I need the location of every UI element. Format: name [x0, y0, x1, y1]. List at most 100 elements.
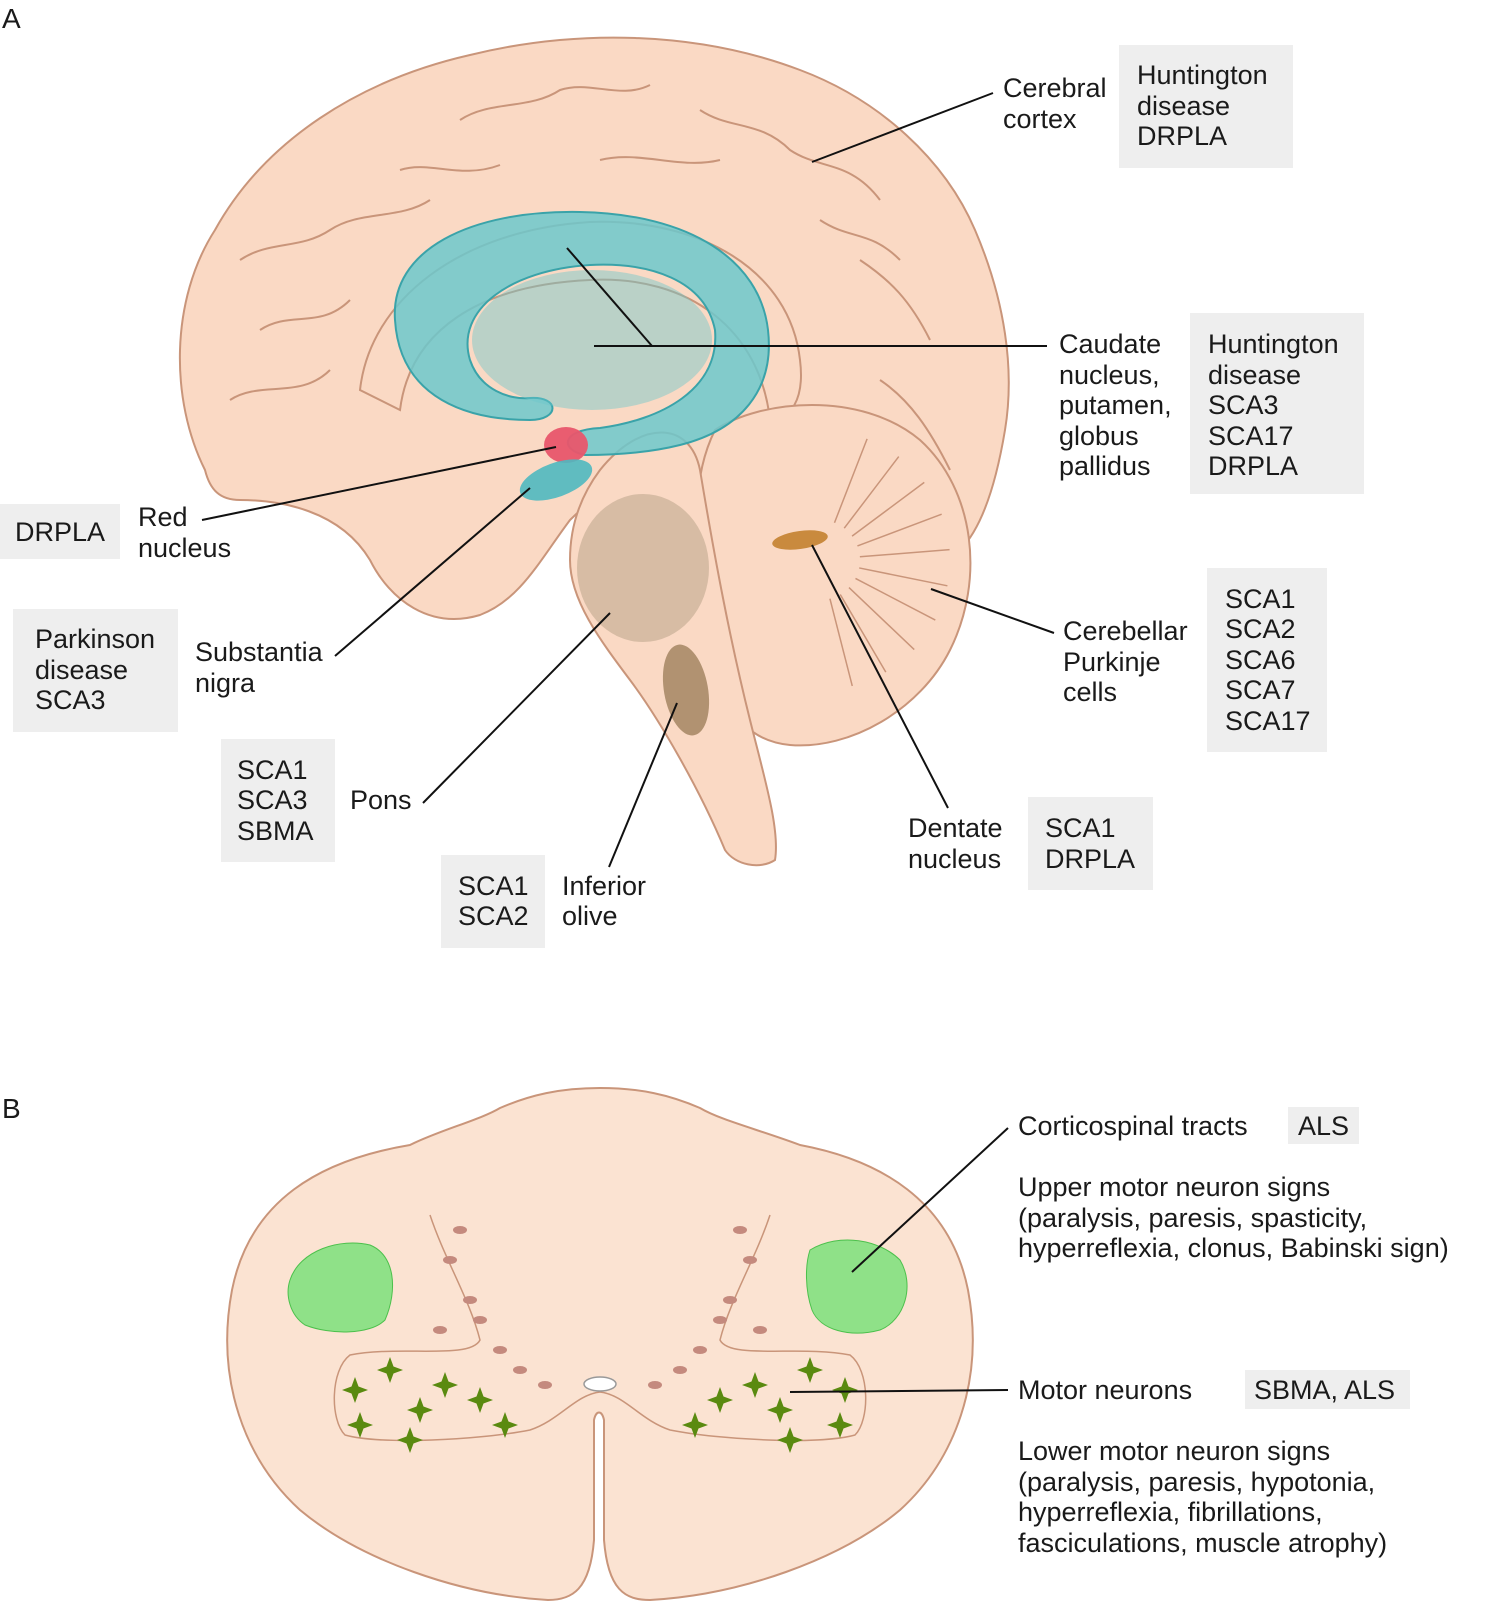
svg-text:Huntington: Huntington	[1137, 60, 1268, 90]
disease-box-corticospinal: ALS	[1288, 1107, 1359, 1144]
svg-text:SCA17: SCA17	[1208, 421, 1294, 451]
motor-neuron-cell	[492, 1412, 518, 1438]
spinal-leader-lines	[789, 1127, 1009, 1393]
folium-line	[859, 548, 950, 558]
svg-text:SCA2: SCA2	[458, 901, 529, 931]
panel-a-label: A	[2, 3, 21, 34]
cortex-gyri	[229, 84, 951, 471]
gray-matter-dot	[493, 1346, 507, 1354]
putamen-globe	[472, 270, 712, 410]
gray-matter-dot	[648, 1381, 662, 1389]
svg-text:nucleus,: nucleus,	[1059, 360, 1160, 390]
folium-line	[833, 438, 868, 523]
motor-neuron-cell	[682, 1412, 708, 1438]
gyrus-line	[699, 109, 881, 201]
upper-motor-neuron-signs: Upper motor neuron signs (paralysis, par…	[1018, 1172, 1449, 1263]
motor-neuron-cell	[707, 1387, 733, 1413]
gyrus-line	[239, 199, 431, 261]
gray-matter-dot	[713, 1316, 727, 1324]
label-corticospinal-tracts: Corticospinal tracts	[1018, 1111, 1248, 1141]
folium-line	[848, 587, 915, 651]
label-dentate: Dentate nucleus	[908, 813, 1003, 874]
svg-text:SCA3: SCA3	[35, 685, 106, 715]
svg-text:Substantia: Substantia	[195, 637, 324, 667]
svg-text:DRPLA: DRPLA	[1137, 121, 1227, 151]
spinal-cord-illustration	[226, 1086, 974, 1602]
label-basal-ganglia: Caudate nucleus, putamen, globus pallidu…	[1059, 329, 1172, 481]
svg-text:nucleus: nucleus	[138, 533, 231, 563]
gray-matter-dot	[693, 1346, 707, 1354]
svg-text:SCA1: SCA1	[458, 871, 529, 901]
svg-text:DRPLA: DRPLA	[15, 517, 105, 547]
gray-matter-dot	[723, 1296, 737, 1304]
panel-b-label: B	[2, 1093, 21, 1124]
substantia-nigra-region	[519, 459, 593, 501]
svg-text:Cerebellar: Cerebellar	[1063, 616, 1188, 646]
red-nucleus-region	[544, 427, 588, 463]
disease-box-basal-ganglia: Huntington disease SCA3 SCA17 DRPLA	[1190, 313, 1364, 494]
svg-text:putamen,: putamen,	[1059, 390, 1172, 420]
gray-matter-texture	[433, 1226, 767, 1389]
gray-matter-dot	[513, 1366, 527, 1374]
motor-neurons	[342, 1357, 858, 1453]
disease-box-substantia-nigra: Parkinson disease SCA3	[13, 609, 178, 732]
svg-text:SCA3: SCA3	[237, 785, 308, 815]
gray-matter-dot	[733, 1226, 747, 1234]
motor-neuron-cell	[407, 1397, 433, 1423]
svg-text:SCA3: SCA3	[1208, 390, 1279, 420]
label-purkinje: Cerebellar Purkinje cells	[1063, 616, 1188, 707]
folium-line	[859, 567, 948, 587]
svg-text:cells: cells	[1063, 677, 1117, 707]
gray-matter-dot	[453, 1226, 467, 1234]
gyrus-line	[859, 259, 931, 341]
svg-text:cortex: cortex	[1003, 104, 1077, 134]
disease-box-inferior-olive: SCA1 SCA2	[441, 855, 545, 948]
svg-text:hyperreflexia, fibrillations,: hyperreflexia, fibrillations,	[1018, 1497, 1323, 1527]
svg-text:SBMA, ALS: SBMA, ALS	[1254, 1375, 1395, 1405]
disease-box-cerebral-cortex: Huntington disease DRPLA	[1119, 45, 1293, 168]
motor-neuron-cell	[467, 1387, 493, 1413]
basal-ganglia-region	[393, 210, 770, 457]
gray-matter-dot	[433, 1326, 447, 1334]
svg-text:fasciculations, muscle atrophy: fasciculations, muscle atrophy)	[1018, 1528, 1387, 1558]
disease-box-red-nucleus: DRPLA	[0, 504, 120, 559]
svg-text:Lower motor neuron signs: Lower motor neuron signs	[1018, 1436, 1330, 1466]
dentate-region	[772, 530, 828, 550]
motor-neuron-cell	[827, 1412, 853, 1438]
svg-text:Dentate: Dentate	[908, 813, 1003, 843]
svg-text:disease: disease	[35, 655, 128, 685]
svg-text:Purkinje: Purkinje	[1063, 647, 1161, 677]
folium-line	[839, 594, 887, 673]
svg-text:(paralysis, paresis, spasticit: (paralysis, paresis, spasticity,	[1018, 1203, 1367, 1233]
gray-matter-dot	[753, 1326, 767, 1334]
gray-matter-dot	[463, 1296, 477, 1304]
disease-box-motor-neurons: SBMA, ALS	[1245, 1370, 1410, 1409]
disease-box-dentate: SCA1 DRPLA	[1028, 797, 1153, 890]
svg-text:SCA7: SCA7	[1225, 675, 1296, 705]
svg-text:SCA1: SCA1	[1045, 813, 1116, 843]
svg-text:SCA2: SCA2	[1225, 614, 1296, 644]
motor-neuron-cell	[342, 1377, 368, 1403]
motor-neuron-cell	[377, 1357, 403, 1383]
folium-line	[857, 513, 942, 547]
motor-neuron-cell	[832, 1377, 858, 1403]
motor-neuron-cell	[347, 1412, 373, 1438]
svg-text:Huntington: Huntington	[1208, 329, 1339, 359]
motor-neuron-cell	[397, 1427, 423, 1453]
svg-text:Caudate: Caudate	[1059, 329, 1161, 359]
gyrus-line	[879, 379, 951, 471]
svg-text:hyperreflexia, clonus, Babinsk: hyperreflexia, clonus, Babinski sign)	[1018, 1233, 1449, 1263]
corticospinal-tract-left	[287, 1242, 394, 1333]
folium-line	[851, 481, 925, 537]
gyrus-line	[599, 156, 721, 164]
folium-line	[855, 577, 936, 621]
label-motor-neurons: Motor neurons	[1018, 1375, 1192, 1405]
central-canal	[583, 1376, 617, 1392]
svg-text:DRPLA: DRPLA	[1208, 451, 1298, 481]
motor-neuron-cell	[767, 1397, 793, 1423]
gray-matter-dot	[743, 1256, 757, 1264]
svg-text:SCA1: SCA1	[237, 755, 308, 785]
svg-text:nigra: nigra	[195, 668, 256, 698]
motor-neuron-cell	[797, 1357, 823, 1383]
